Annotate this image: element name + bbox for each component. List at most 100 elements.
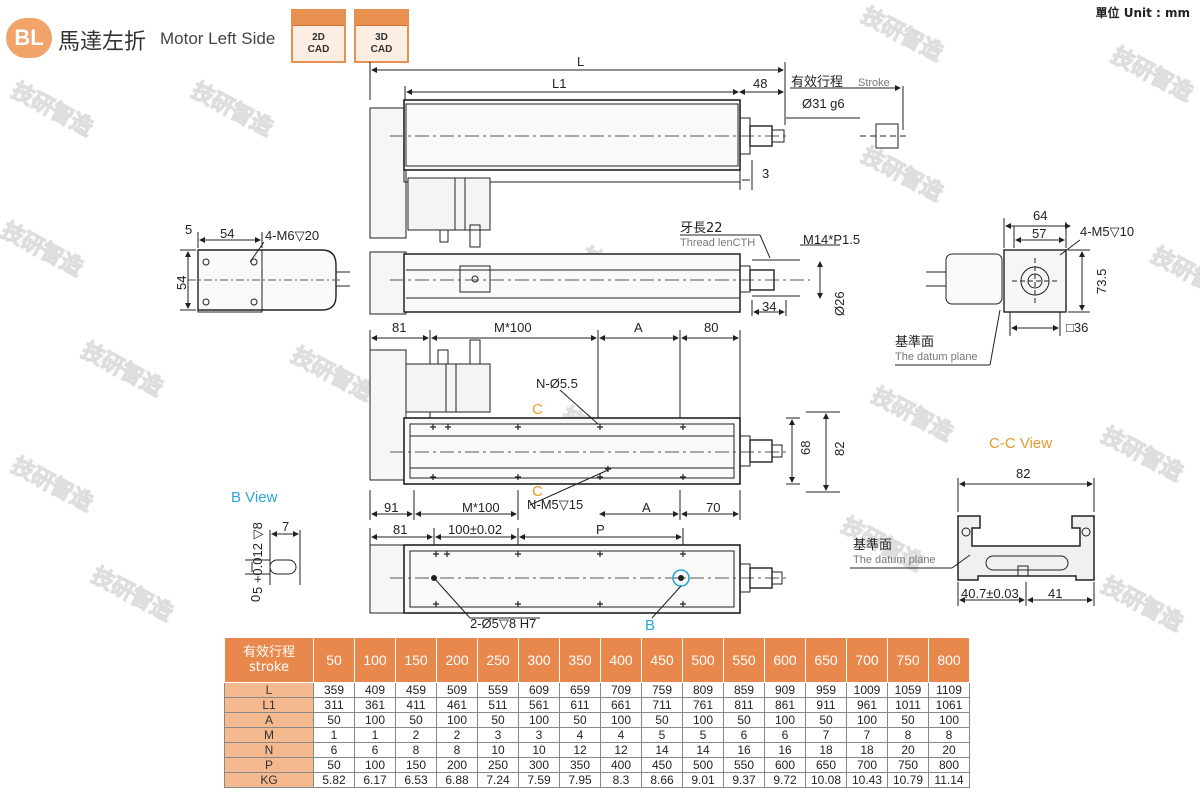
table-cell: 100	[928, 712, 970, 728]
dim-cc82: 82	[1016, 466, 1030, 481]
table-cell: 800	[928, 757, 970, 773]
table-cell: 9.72	[764, 772, 806, 788]
table-cell: 711	[641, 697, 683, 713]
table-header-cell: 50	[313, 637, 355, 683]
title-chinese: 馬達左折	[58, 30, 147, 55]
dim-d26: Ø26	[832, 291, 847, 316]
table-cell: 650	[805, 757, 847, 773]
watermark: 技研智造	[7, 77, 97, 141]
table-cell: 750	[887, 757, 929, 773]
table-cell: 200	[436, 757, 478, 773]
table-cell: 14	[682, 742, 724, 758]
table-cell: 11.14	[928, 772, 970, 788]
table-cell: 759	[641, 682, 683, 698]
dim-54-top: 54	[220, 226, 234, 241]
stroke-header-zh: 有效行程	[242, 645, 295, 660]
watermark: 技研智造	[187, 77, 277, 141]
side-view	[369, 234, 840, 316]
table-cell: 300	[518, 757, 560, 773]
datum-label-zh: 基準面	[895, 334, 934, 350]
dim-A-bottom: A	[642, 500, 651, 515]
cad-3d-label-1: 3D	[375, 32, 388, 43]
table-cell: 409	[354, 682, 396, 698]
top-view	[369, 62, 910, 248]
watermark-group: 技研智造 技研智造 技研智造 技研智造 技研智造 技研智造 技研智造 技研智造 …	[0, 2, 1200, 635]
table-row-label: A	[224, 712, 314, 728]
table-cell: 100	[600, 712, 642, 728]
table-cell: 761	[682, 697, 724, 713]
table-cell: 861	[764, 697, 806, 713]
mounting-top-view	[369, 330, 840, 520]
table-cell: 100	[846, 712, 888, 728]
dim-54-side: 54	[174, 276, 189, 290]
table-cell: 50	[641, 712, 683, 728]
table-header-cell: 100	[354, 637, 396, 683]
table-cell: 411	[395, 697, 437, 713]
cad-2d-label-2: CAD	[307, 44, 330, 55]
table-cell: 7.24	[477, 772, 519, 788]
cc-section-view	[850, 478, 1095, 606]
table-row-label: L1	[224, 697, 314, 713]
b-view-detail	[245, 530, 301, 585]
table-cell: 400	[600, 757, 642, 773]
table-cell: 50	[313, 712, 355, 728]
dim-64: 64	[1033, 208, 1047, 223]
dim-70: 70	[706, 500, 720, 515]
watermark: 技研智造	[87, 562, 177, 626]
stroke-label-zh: 有效行程	[791, 75, 843, 90]
dim-7: 7	[282, 519, 289, 534]
table-cell: 609	[518, 682, 560, 698]
table-cell: 8.3	[600, 772, 642, 788]
dim-pitch: 100±0.02	[448, 522, 502, 537]
watermark: 技研智造	[287, 342, 377, 406]
table-cell: 461	[436, 697, 478, 713]
table-header-cell: 400	[600, 637, 642, 683]
table-cell: 511	[477, 697, 519, 713]
table-cell: 700	[846, 757, 888, 773]
dim-5: 5	[185, 222, 192, 237]
left-end-view	[180, 232, 350, 313]
table-cell: 1061	[928, 697, 970, 713]
table-cell: 1109	[928, 682, 970, 698]
section-mark-c-top: C	[532, 401, 543, 418]
table-cell: 3	[518, 727, 560, 743]
watermark: 技研智造	[1097, 572, 1187, 635]
table-header-cell: 650	[805, 637, 847, 683]
table-cell: 20	[887, 742, 929, 758]
dowel-hole: 2-Ø5▽8 H7	[470, 616, 536, 631]
table-cell: 811	[723, 697, 765, 713]
table-cell: 311	[313, 697, 355, 713]
watermark: 技研智造	[857, 142, 947, 206]
thread-m6: 4-M6▽20	[265, 228, 319, 243]
watermark: 技研智造	[0, 217, 87, 281]
table-header-cell: 450	[641, 637, 683, 683]
thread-length-zh: 牙長22	[680, 221, 723, 236]
technical-drawing: 技研智造 技研智造 技研智造 技研智造 技研智造 技研智造 技研智造 技研智造 …	[0, 2, 1200, 635]
table-cell: 6	[354, 742, 396, 758]
dim-48: 48	[753, 76, 767, 91]
table-cell: 500	[682, 757, 724, 773]
table-cell: 5.82	[313, 772, 355, 788]
table-header-cell: 300	[518, 637, 560, 683]
table-cell: 100	[682, 712, 724, 728]
dim-L: L	[577, 54, 584, 69]
datum-label-en: The datum plane	[895, 351, 978, 363]
cad-3d-label-2: CAD	[370, 44, 393, 55]
table-cell: 50	[313, 757, 355, 773]
table-header-cell: 600	[764, 637, 806, 683]
table-cell: 709	[600, 682, 642, 698]
table-cell: 50	[887, 712, 929, 728]
table-cell: 18	[846, 742, 888, 758]
cad-3d-icon	[356, 11, 407, 26]
table-row-label: M	[224, 727, 314, 743]
table-cell: 100	[518, 712, 560, 728]
